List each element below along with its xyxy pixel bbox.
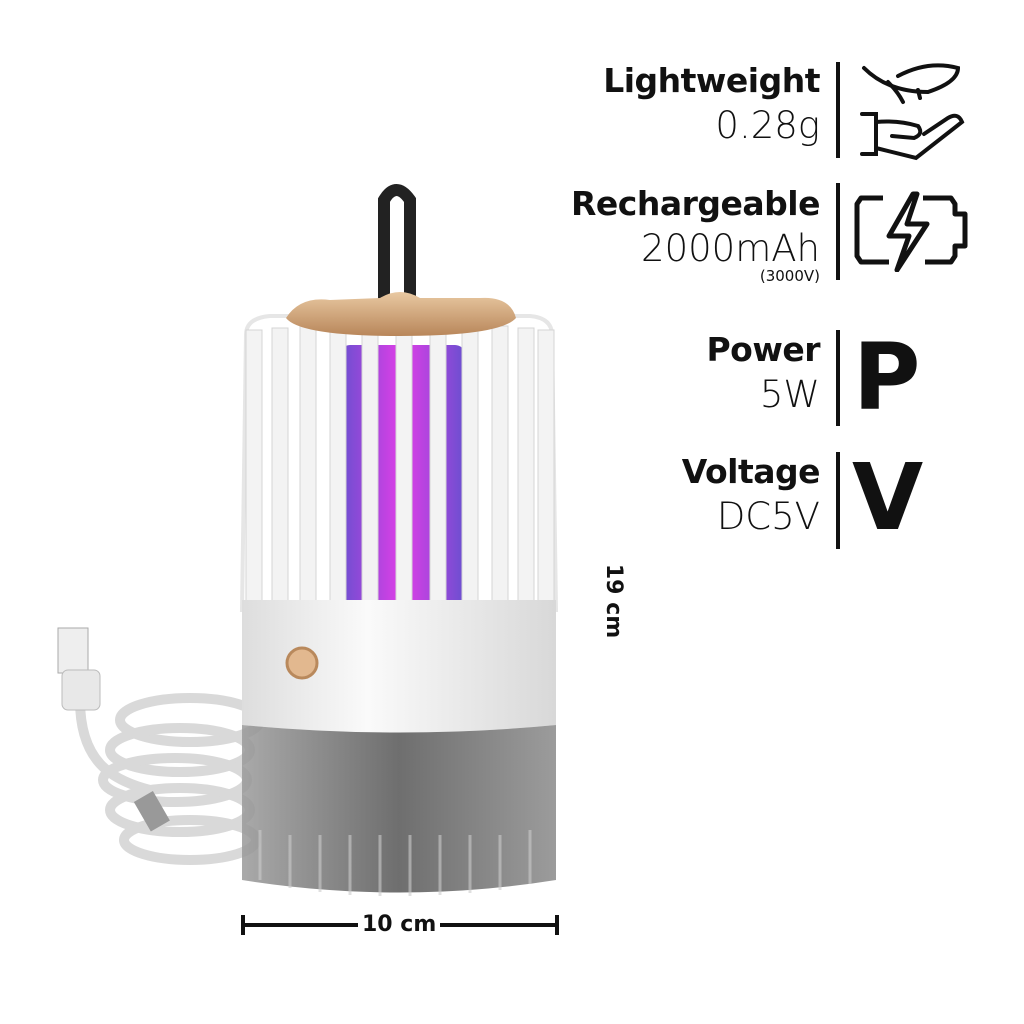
divider (836, 452, 840, 549)
battery-bolt-icon (854, 191, 968, 272)
spec-title: Rechargeable (571, 184, 820, 223)
mosquito-lamp-image (57, 184, 559, 896)
spec-subvalue: (3000V) (759, 267, 820, 285)
spec-rechargeable: Rechargeable 2000mAh (3000V) (571, 187, 820, 284)
divider (836, 330, 840, 426)
divider (836, 62, 840, 158)
spec-value: 5W (759, 373, 820, 416)
spec-value: 0.28g (715, 104, 820, 147)
letter-p-icon: P (853, 324, 921, 431)
feather-hand-icon (860, 63, 965, 161)
spec-value: DC5V (716, 495, 820, 538)
height-label: 19 cm (601, 559, 626, 643)
spec-voltage: Voltage DC5V (681, 452, 821, 538)
spec-title: Power (706, 330, 821, 369)
spec-value: 2000mAh (641, 227, 820, 270)
spec-title: Voltage (681, 452, 821, 491)
divider (836, 183, 840, 280)
letter-v-icon: V (852, 444, 924, 551)
spec-power: Power 5W (707, 333, 821, 413)
width-label: 10 cm (358, 914, 441, 936)
spec-title: Lightweight (603, 61, 820, 100)
spec-lightweight: Lightweight 0.28g (603, 64, 820, 144)
